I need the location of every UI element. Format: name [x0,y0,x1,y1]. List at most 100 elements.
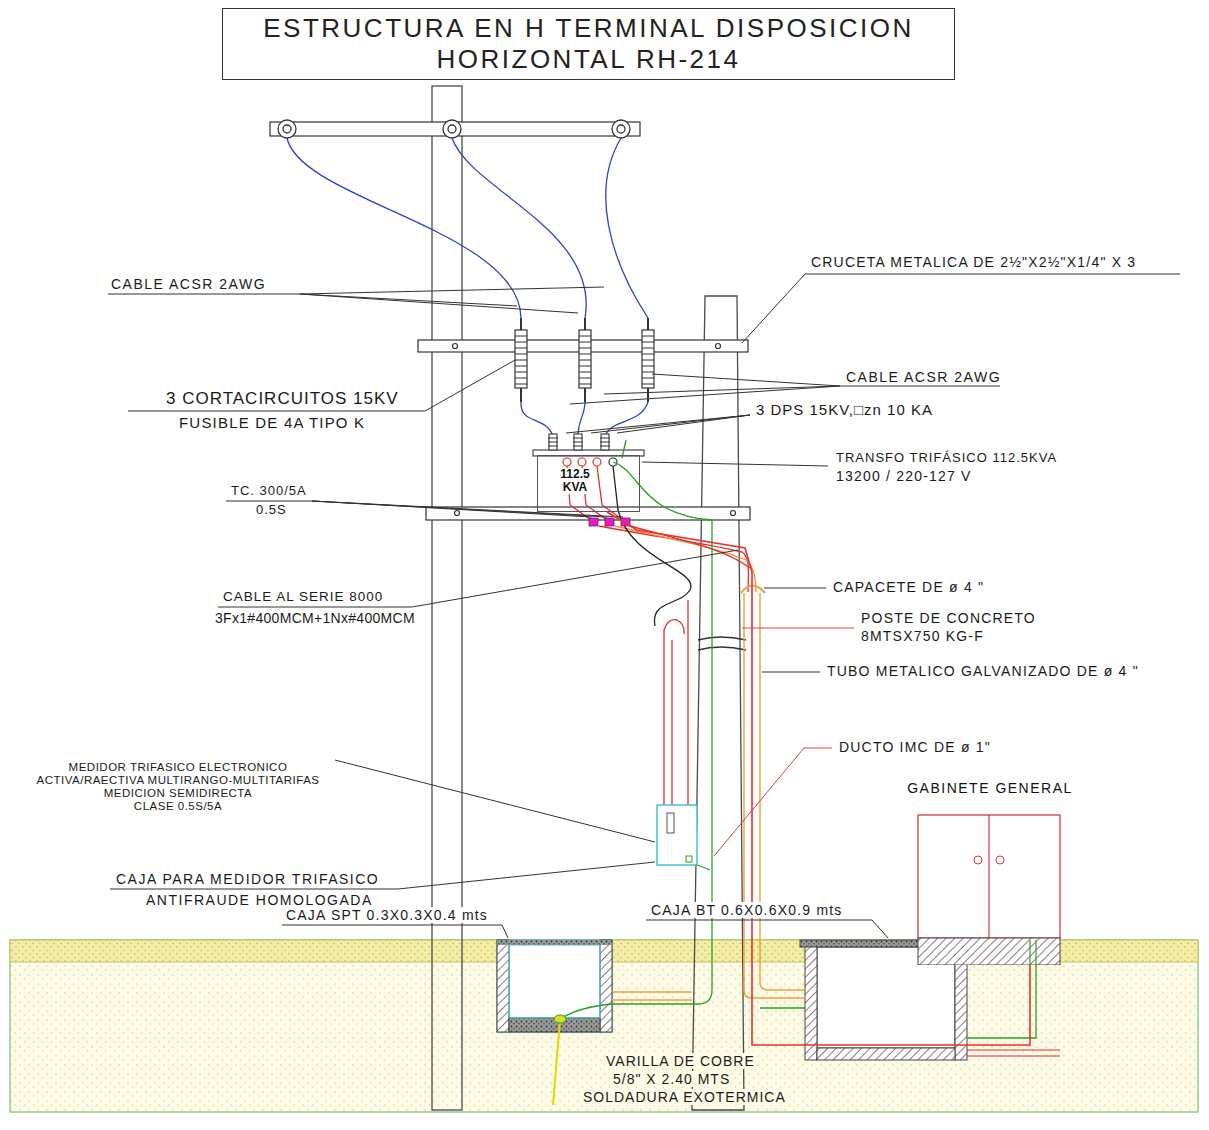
lv-exit [967,1050,1060,1056]
callout-label: CABLE ACSR 2AWG [845,369,1002,385]
callout-label: MEDIDOR TRIFASICO ELECTRONICO [68,761,289,774]
insulator [448,125,456,133]
callout-label: TUBO METALICO GALVANIZADO DE ø 4 " [826,663,1140,679]
current-transformer [605,518,614,526]
ground-box-spt [497,940,612,1032]
meter-box [657,805,697,865]
callout-label: FUSIBLE DE 4A TIPO K [178,414,366,431]
node-label: GABINETE GENERAL [905,780,1075,797]
galvanized-tube [744,593,805,998]
insulator [443,120,461,138]
callout-label: 3Fx1#400MCM+1Nx#400MCM [214,610,416,626]
ground [10,940,1198,1112]
callout-label: CRUCETA METALICA DE 2½"X2½"X1/4" X 3 [810,254,1137,270]
ground-box-spt [509,945,600,1018]
ground-box-spt [497,940,612,945]
leader-line [335,760,655,842]
galvanized-tube [760,593,805,990]
current-transformer [589,518,598,526]
ground-wire [562,462,712,1018]
lv-terminal [578,458,586,466]
callout-label: 0.5S [255,503,288,518]
meter-box [667,813,674,833]
fuse-cutout [579,330,591,388]
callout-label: POSTE DE CONCRETO [860,610,1037,626]
lv-cable [671,640,672,805]
ground [10,940,1198,1112]
lv-cable [687,600,688,805]
mv-wire [287,138,521,318]
galvanized-tube [741,586,765,594]
insulator [612,120,630,138]
cabinet-drawing [900,780,1080,965]
callout-label: 3 CORTACIRCUITOS 15KV [165,389,400,409]
mv-wire [606,138,648,318]
leader-line [282,925,508,938]
transformer-bushing [600,438,610,446]
transformer-bushing [574,434,582,450]
ground-box-bt [805,946,817,1060]
concrete-pole [698,637,746,650]
copper-rod [553,1020,560,1105]
ground-box-spt [497,940,612,1032]
lv-terminal [563,458,617,466]
transformer-box: 112.5 KVA [537,455,640,512]
crossarm [731,511,736,516]
callout-label: TC. 300/5A [230,484,308,499]
leader-line [226,501,623,517]
transformer-bushing [573,438,583,446]
crossarm [453,344,458,349]
callout-label: TRANSFO TRIFÁSICO 112.5KVA [835,451,1058,466]
callout-label: DUCTO IMC DE ø 1" [838,739,992,755]
lv-cable [664,620,684,805]
mv-wire [521,402,553,436]
callout-label: SOLDADURA EXOTERMICA [582,1089,787,1105]
callout-label: CAPACETE DE ø 4 " [832,579,985,595]
cabinet-drawing [1030,940,1036,965]
callout-label: 3 DPS 15KV,□zn 10 KA [755,401,934,418]
transformer-bushing [601,434,609,450]
lv-terminal [593,458,601,466]
callout-label: MEDICION SEMIDIRECTA [103,787,253,800]
leader-line [764,588,826,589]
leader-line [714,748,832,856]
cabinet-drawing [918,938,1060,965]
meter-box [686,856,692,862]
leader-line [566,415,750,433]
callout-label: 5/8" X 2.40 MTS [612,1071,731,1087]
leader-line [742,274,1180,343]
transformer-bushing [548,438,558,446]
galvanized-tube [612,586,805,1001]
ground-box-bt [817,1048,955,1060]
transformer-bushing [533,434,644,456]
leader-line [762,672,820,673]
insulator [283,125,291,133]
title-box: ESTRUCTURA EN H TERMINAL DISPOSICION HOR… [222,8,955,80]
node-label: 112.5 KVA [554,468,596,494]
callout-label: ACTIVA/RAECTIVA MULTIRANGO-MULTITARIFAS [36,774,321,787]
callout-label: CAJA PARA MEDIDOR TRIFASICO [115,871,380,887]
lv-exit [967,1050,1060,1056]
fuse-cutout [642,330,654,388]
insulator [278,120,630,138]
crossarm [716,344,721,349]
leader-line [218,550,738,607]
callout-label: 13200 / 220-127 V [835,468,973,484]
title-text: ESTRUCTURA EN H TERMINAL DISPOSICION HOR… [233,13,944,75]
lv-cable [613,466,691,626]
callout-label: ANTIFRAUDE HOMOLOGADA [145,892,374,908]
insulator [617,125,625,133]
leader-line [742,628,854,629]
galvanized-tube [612,992,692,1000]
callout-label: CLASE 0.5S/5A [133,800,223,813]
leader-line [642,462,828,466]
crossarm [455,511,460,516]
lv-terminal [563,458,571,466]
callout-label: 8MTSX750 KG-F [860,628,985,644]
fuse-cutout [515,336,527,384]
callout-label: CAJA SPT 0.3X0.3X0.4 mts [285,907,489,923]
fuse-cutout [515,330,527,388]
callout-label: VARILLA DE COBRE [605,1053,756,1069]
